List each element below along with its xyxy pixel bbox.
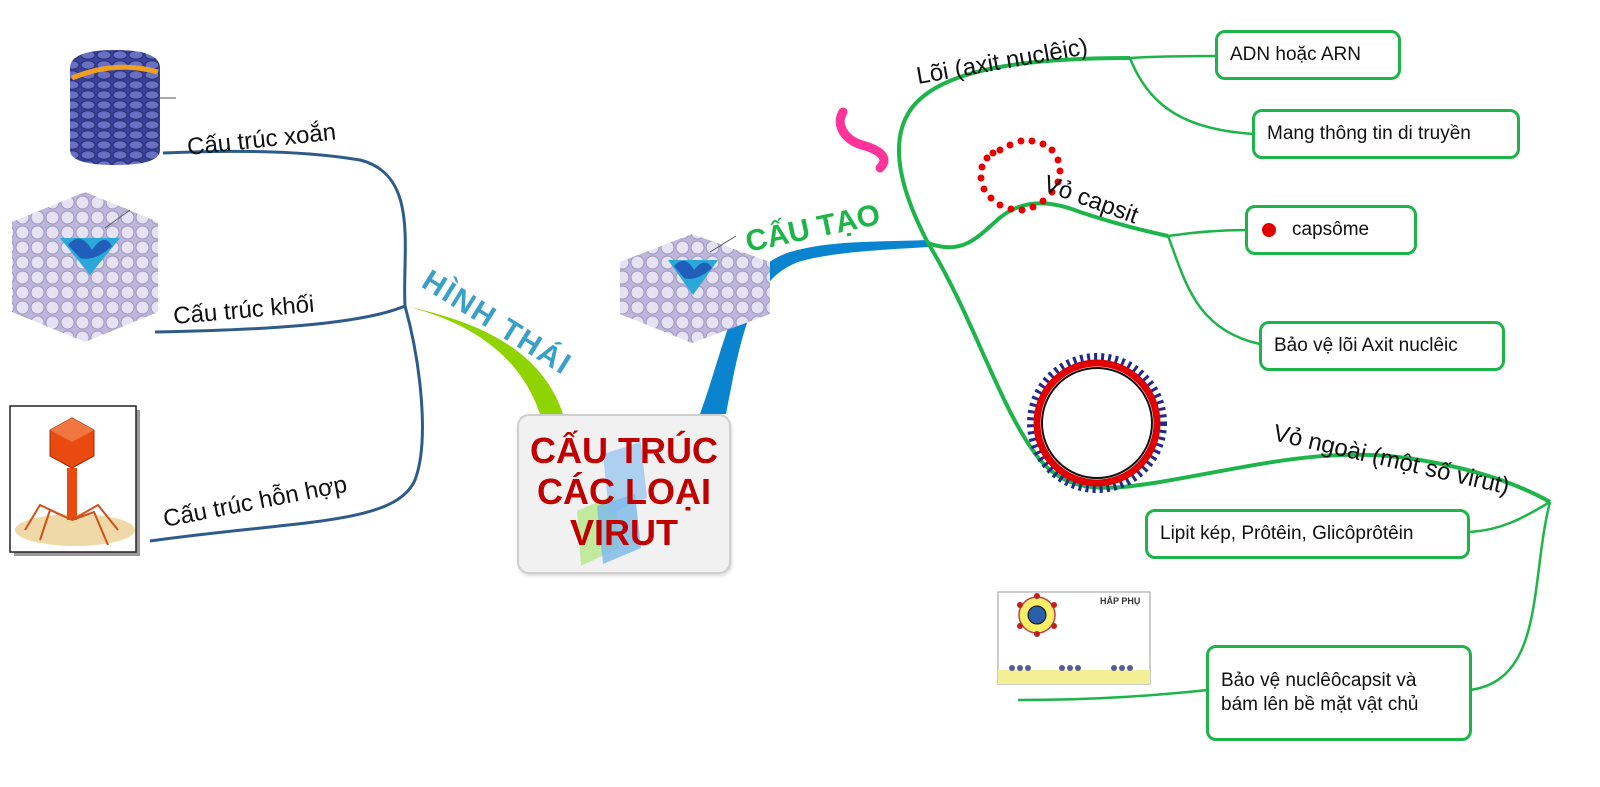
detail-protect-core-text: Bảo vệ lõi Axit nuclêic: [1274, 335, 1458, 356]
detail-protect-nucleocapsid-text: Bảo vệ nuclêôcapsit và bám lên bề mặt vậ…: [1221, 670, 1419, 715]
detail-genetic-info-text: Mang thông tin di truyền: [1267, 123, 1471, 144]
vo-capsit-curve: [927, 201, 1169, 250]
capsome-dot-icon: [1262, 223, 1276, 237]
detail-protect-core[interactable]: Bảo vệ lõi Axit nuclêic: [1259, 321, 1505, 371]
cau-tao-main-curve: [896, 56, 1551, 504]
hinh-thai-connector-3: [149, 305, 424, 543]
cau-truc-hon-hop-label: Cấu trúc hỗn hợp: [161, 471, 349, 533]
central-title: CẤU TRÚC CÁC LOẠI VIRUT: [530, 430, 718, 553]
detail-genetic-info[interactable]: Mang thông tin di truyền: [1252, 109, 1520, 159]
hinh-thai-connector-1: [162, 149, 407, 307]
vo-ngoai-label: Vỏ ngoài (một số virut): [1271, 420, 1512, 501]
adsorption-caption: HẤP PHỤ: [1100, 596, 1140, 606]
helical-virus-image: [70, 50, 176, 165]
detail-capsome-text: capsôme: [1292, 219, 1370, 240]
capsomere-ring: [977, 137, 1064, 214]
central-topic[interactable]: CẤU TRÚC CÁC LOẠI VIRUT: [517, 414, 731, 574]
detail-lipid[interactable]: Lipit kép, Prôtêin, Glicôprôtêin: [1145, 509, 1470, 559]
hinh-thai-connector-2: [154, 304, 406, 334]
detail-adn-arn-text: ADN hoặc ARN: [1230, 44, 1361, 65]
cau-truc-khoi-label: Cấu trúc khối: [172, 291, 315, 330]
enveloped-virus-image: [1027, 353, 1167, 493]
central-decoration: [577, 442, 647, 566]
hinh-thai-branch: [405, 306, 563, 414]
detail-connectors: [1017, 54, 1552, 702]
detail-capsome[interactable]: capsôme: [1245, 205, 1417, 255]
capsid-virus-image: [620, 234, 770, 343]
detail-protect-nucleocapsid[interactable]: Bảo vệ nuclêôcapsit và bám lên bề mặt vậ…: [1206, 645, 1472, 741]
bacteriophage-image: [9, 405, 140, 556]
vo-capsit-label: Vỏ capsit: [1040, 170, 1142, 229]
adsorption-thumbnail: HẤP PHỤ: [997, 591, 1151, 685]
hinh-thai-label: HÌNH THÁI: [416, 263, 578, 382]
magenta-mark: [835, 107, 889, 173]
detail-lipid-text: Lipit kép, Prôtêin, Glicôprôtêin: [1160, 523, 1414, 544]
loi-label: Lõi (axit nuclêic): [914, 33, 1089, 90]
cubic-virus-image: [12, 192, 158, 342]
detail-adn-arn[interactable]: ADN hoặc ARN: [1215, 30, 1401, 80]
